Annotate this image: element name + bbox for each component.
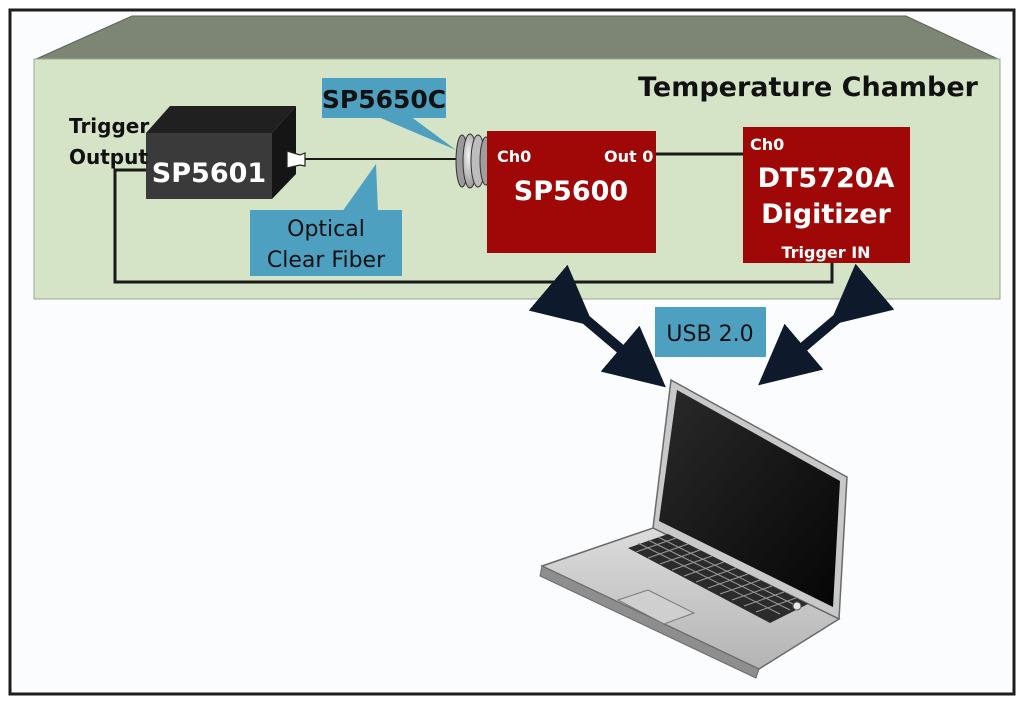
sp5650c-sensor-connector (455, 133, 493, 189)
sp5600-module (487, 131, 656, 253)
sp5650c-label: SP5650C (322, 85, 446, 114)
fiber-label-2: Clear Fiber (267, 248, 386, 273)
sp5601-box-side (272, 106, 296, 199)
usb-arrow-left (528, 264, 666, 388)
sp5601-box-front (146, 133, 272, 199)
trigger-output-label-2: Output (69, 145, 148, 169)
usb-callout (655, 307, 766, 357)
sp5600-label: SP5600 (514, 176, 628, 207)
sp5650c-callout-pointer (376, 116, 456, 150)
dt5720a-ch0-label: Ch0 (750, 135, 784, 154)
trigger-output-label-1: Trigger (69, 114, 149, 138)
chamber-title: Temperature Chamber (638, 72, 979, 103)
chamber-top-face (33, 15, 1001, 61)
dt5720a-label-1: DT5720A (758, 163, 895, 194)
sp5601-led-port (286, 150, 306, 169)
fiber-label-1: Optical (287, 217, 365, 242)
usb-label: USB 2.0 (666, 322, 753, 347)
sp5600-ch0-label: Ch0 (497, 147, 531, 166)
trigger-in-label: Trigger IN (781, 243, 870, 262)
fiber-callout-pointer (342, 164, 378, 212)
dt5720a-label-2: Digitizer (761, 199, 891, 230)
sp5650c-callout (322, 78, 446, 118)
fiber-callout (250, 210, 402, 276)
sp5601-box-top (146, 106, 296, 133)
dt5720a-module (743, 127, 910, 263)
sp5601-label: SP5601 (152, 158, 266, 189)
sp5600-out0-label: Out 0 (604, 147, 653, 166)
laptop-icon (539, 378, 848, 679)
usb-arrow-right (758, 263, 895, 386)
